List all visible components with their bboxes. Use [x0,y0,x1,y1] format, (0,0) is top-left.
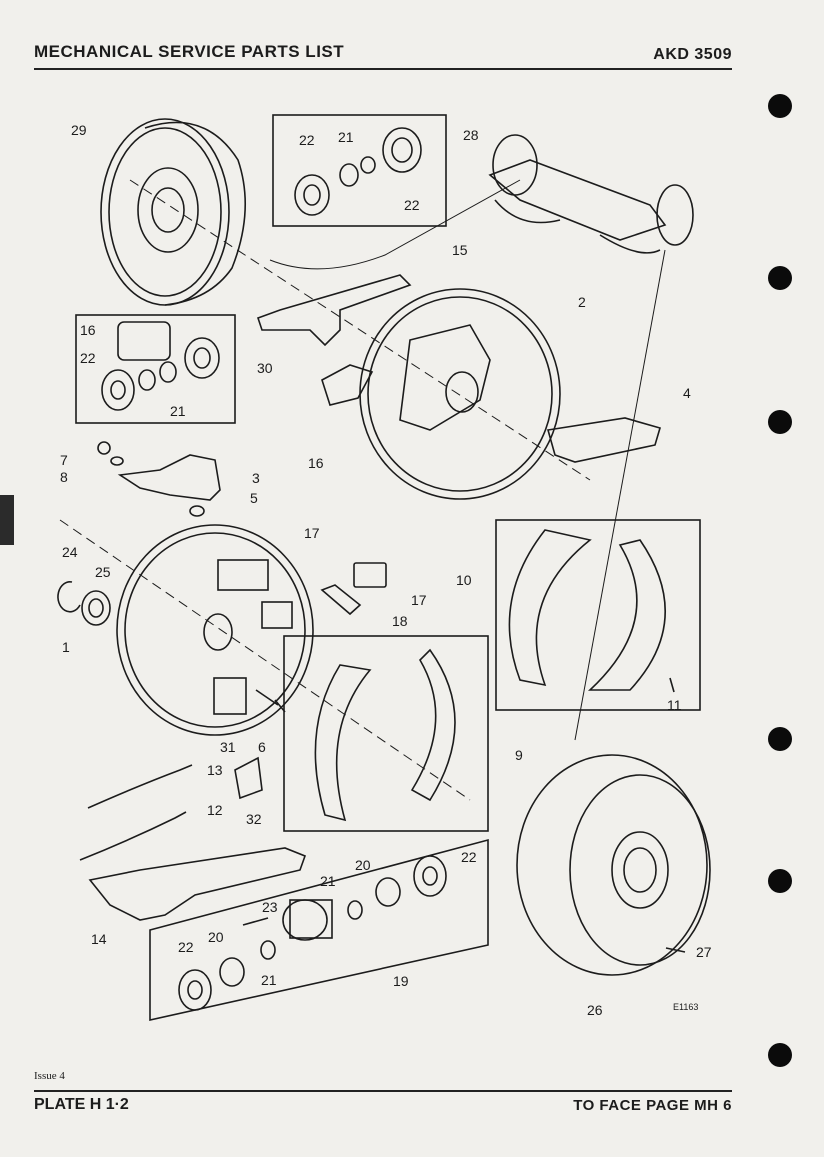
lining-box-10 [495,519,701,711]
callout-28: 28 [463,127,479,143]
spring-13 [87,764,193,809]
screw-27 [665,947,686,953]
callout-8: 8 [60,469,68,485]
callout-32: 32 [246,811,262,827]
callout-1: 1 [62,639,70,655]
callout-18: 18 [392,613,408,629]
callout-30: 30 [257,360,273,376]
nut-7 [97,441,111,455]
adjuster-stud-18 [320,584,362,616]
callout-19: 19 [393,973,409,989]
callout-20: 20 [355,857,371,873]
brake-drum-29 [100,118,246,306]
seal-kit-28 [294,127,422,216]
callout-17: 17 [304,525,320,541]
callout-4: 4 [683,385,691,401]
rivet-11 [669,677,675,693]
callout-11: 11 [667,697,682,713]
lever-15 [256,274,412,347]
callout-13: 13 [207,762,223,778]
callout-25: 25 [95,564,111,580]
brake-drum-26 [516,754,711,976]
binder-hole [768,266,792,290]
callout-3: 3 [252,470,260,486]
plate-label: PLATE H 1·2 [34,1096,129,1113]
brake-linings-10 [508,529,666,691]
header-rule [34,68,732,70]
binder-hole [768,1043,792,1067]
callout-16: 16 [308,455,324,471]
brake-shoes-9 [314,648,456,822]
callout-20: 20 [208,929,224,945]
back-plate-1 [116,524,314,736]
callout-22: 22 [404,197,420,213]
drawing-reference-code: E1163 [673,1002,698,1012]
callout-14: 14 [91,931,107,947]
callout-22: 22 [178,939,194,955]
callout-22: 22 [80,350,96,366]
washer-8 [110,456,124,466]
axle-housing [488,134,694,254]
callout-24: 24 [62,544,78,560]
callout-2: 2 [578,294,586,310]
callout-10: 10 [456,572,472,588]
callout-31: 31 [220,739,236,755]
callout-21: 21 [170,403,186,419]
bracket-4 [546,417,661,463]
binder-hole [768,94,792,118]
section-tab [0,495,14,545]
callout-15: 15 [452,242,468,258]
kit-box-28 [272,114,447,227]
page-title: MECHANICAL SERVICE PARTS LIST [34,42,345,61]
callout-22: 22 [299,132,315,148]
binder-hole [768,410,792,434]
callout-9: 9 [515,747,523,763]
callout-21: 21 [338,129,354,145]
document-number: AKD 3509 [653,46,732,63]
washer-25 [81,590,111,626]
callout-6: 6 [258,739,266,755]
callout-21: 21 [261,972,277,988]
face-page-label: TO FACE PAGE MH 6 [573,1097,732,1114]
callout-5: 5 [250,490,258,506]
binder-hole [768,727,792,751]
footer-rule [34,1090,732,1092]
issue-label: Issue 4 [34,1070,65,1082]
lever-14 [88,847,307,921]
callout-26: 26 [587,1002,603,1018]
wheel-cylinder-19 [178,855,447,1011]
bracket-3 [117,454,221,501]
cylinder-box-19 [149,838,489,1021]
callout-12: 12 [207,802,223,818]
callout-27: 27 [696,944,712,960]
callout-29: 29 [71,122,87,138]
callout-16: 16 [80,322,96,338]
washer-5 [189,505,205,517]
callout-23: 23 [262,899,278,915]
callout-17: 17 [411,592,427,608]
callout-22: 22 [461,849,477,865]
back-plate-2 [359,288,561,500]
adjuster-17 [353,562,387,588]
binder-hole [768,869,792,893]
callout-7: 7 [60,452,68,468]
callout-21: 21 [320,873,336,889]
block-16 [321,364,374,406]
circlip-24 [57,580,81,613]
kit-box-30 [75,314,236,424]
shoe-box-9 [283,635,489,832]
gasket-32 [234,756,263,800]
spring-12 [79,811,187,861]
seal-kit-30 [101,321,220,411]
plate-31 [213,677,247,715]
